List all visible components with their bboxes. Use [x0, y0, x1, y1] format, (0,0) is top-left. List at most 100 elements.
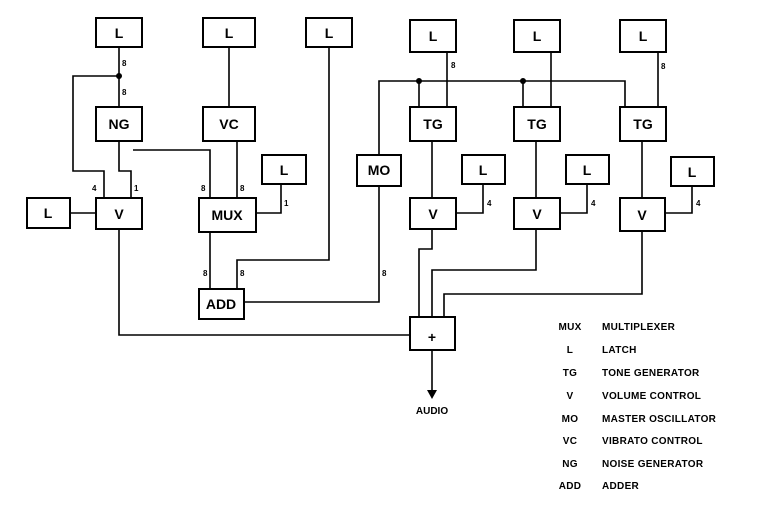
wire-mo-to-tg-bus: [378, 80, 626, 155]
legend-item: MO MASTER OSCILLATOR: [562, 414, 717, 425]
legend-item: NG NOISE GENERATOR: [562, 459, 704, 470]
legend-abbr: L: [567, 345, 573, 356]
latch-vol-2: L: [565, 154, 610, 185]
junction-tg1: [416, 78, 422, 84]
audio-output-label: AUDIO: [416, 406, 448, 417]
svg-text:TG: TG: [633, 116, 653, 132]
svg-text:V: V: [532, 206, 542, 222]
wire-latch-add-to-add: [236, 47, 330, 289]
svg-text:L: L: [280, 162, 289, 178]
svg-text:L: L: [688, 164, 697, 180]
bus-width-mo-out: 8: [382, 269, 387, 278]
svg-text:L: L: [325, 25, 334, 41]
bus-width-mux-in-a: 8: [201, 184, 206, 193]
legend-desc: MULTIPLEXER: [602, 322, 676, 333]
bus-width-mux-latch: 1: [284, 199, 289, 208]
wire-ng-to-v-left: [118, 141, 132, 198]
wire-v3-to-sum: [443, 231, 643, 317]
adder: ADD: [198, 288, 245, 320]
bus-width-mux-in-b: 8: [240, 184, 245, 193]
legend-item: TG TONE GENERATOR: [563, 368, 700, 379]
svg-text:NG: NG: [109, 116, 130, 132]
volume-control-1: V: [409, 197, 457, 230]
svg-text:L: L: [583, 162, 592, 178]
vibrato-control: VC: [202, 106, 256, 142]
audio-arrowhead: [427, 390, 437, 399]
wire-latch-mux-to-mux: [256, 184, 282, 214]
svg-text:L: L: [533, 28, 542, 44]
connections: [70, 47, 693, 399]
bus-width-add-in-a: 8: [203, 269, 208, 278]
latch-mux: L: [261, 154, 307, 185]
legend-desc: NOISE GENERATOR: [602, 459, 704, 470]
legend-abbr: ADD: [559, 481, 582, 492]
summing-junction: +: [409, 316, 456, 351]
legend-item: L LATCH: [567, 345, 637, 356]
latch-tg1: L: [409, 19, 457, 53]
svg-text:V: V: [114, 206, 124, 222]
legend-item: ADD ADDER: [559, 481, 640, 492]
svg-text:VC: VC: [219, 116, 238, 132]
latch-vol-3: L: [670, 156, 715, 187]
master-oscillator: MO: [356, 154, 402, 187]
legend-abbr: TG: [563, 368, 578, 379]
junction-ng: [116, 73, 122, 79]
latch-ng: L: [95, 17, 143, 48]
wire-v1-to-sum: [418, 229, 433, 317]
wire-latch-vol1-to-v1: [456, 184, 484, 214]
legend-item: V VOLUME CONTROL: [567, 391, 701, 402]
legend-abbr: VC: [563, 436, 578, 447]
latch-tg2: L: [513, 19, 561, 53]
svg-text:V: V: [428, 206, 438, 222]
svg-text:MO: MO: [368, 162, 391, 178]
wire-add-to-mo: [244, 186, 380, 303]
bus-width-vleft-in-a: 4: [92, 184, 97, 193]
volume-control-left: V: [95, 197, 143, 230]
legend: MUX MULTIPLEXER L LATCH TG TONE GENERATO…: [558, 322, 716, 492]
bus-width-ng-latch-top: 8: [122, 59, 127, 68]
latch-vol-left: L: [26, 197, 71, 229]
legend-item: VC VIBRATO CONTROL: [563, 436, 703, 447]
legend-item: MUX MULTIPLEXER: [558, 322, 675, 333]
legend-desc: MASTER OSCILLATOR: [602, 414, 717, 425]
tone-generator-1: TG: [409, 106, 457, 142]
svg-text:TG: TG: [423, 116, 443, 132]
svg-text:L: L: [225, 25, 234, 41]
svg-text:ADD: ADD: [206, 296, 236, 312]
latch-vc: L: [202, 17, 256, 48]
wire-v-left-to-sum: [118, 229, 410, 336]
wire-ng-to-mux: [133, 149, 211, 198]
legend-abbr: MUX: [558, 322, 581, 333]
svg-text:L: L: [115, 25, 124, 41]
bus-width-tg1-latch: 8: [451, 61, 456, 70]
svg-text:TG: TG: [527, 116, 547, 132]
wire-ng-branch-to-v-left: [72, 75, 119, 198]
legend-desc: VIBRATO CONTROL: [602, 436, 703, 447]
svg-text:L: L: [429, 28, 438, 44]
bus-width-vleft-in-b: 1: [134, 184, 139, 193]
bus-width-ng-latch-bottom: 8: [122, 88, 127, 97]
svg-text:V: V: [637, 207, 647, 223]
svg-text:MUX: MUX: [211, 207, 243, 223]
tone-generator-3: TG: [619, 106, 667, 142]
bus-width-v1-latch: 4: [487, 199, 492, 208]
bus-width-tg3-latch: 8: [661, 62, 666, 71]
tone-generator-2: TG: [513, 106, 561, 142]
wire-latch-vol3-to-v3: [665, 186, 693, 214]
bus-width-add-in-b: 8: [240, 269, 245, 278]
legend-desc: LATCH: [602, 345, 637, 356]
bus-width-v3-latch: 4: [696, 199, 701, 208]
svg-text:+: +: [428, 329, 436, 345]
legend-desc: ADDER: [602, 481, 640, 492]
wire-v2-to-sum: [431, 229, 537, 317]
noise-generator: NG: [95, 106, 143, 142]
legend-abbr: NG: [562, 459, 578, 470]
bus-width-v2-latch: 4: [591, 199, 596, 208]
legend-desc: VOLUME CONTROL: [602, 391, 701, 402]
volume-control-3: V: [619, 197, 666, 232]
bus-width-labels: 8 8 8 8 4 1 8 8 1 4 4 4 8 8 8: [92, 59, 701, 278]
svg-text:L: L: [479, 162, 488, 178]
svg-text:L: L: [639, 28, 648, 44]
wire-latch-vol2-to-v2: [560, 184, 588, 214]
